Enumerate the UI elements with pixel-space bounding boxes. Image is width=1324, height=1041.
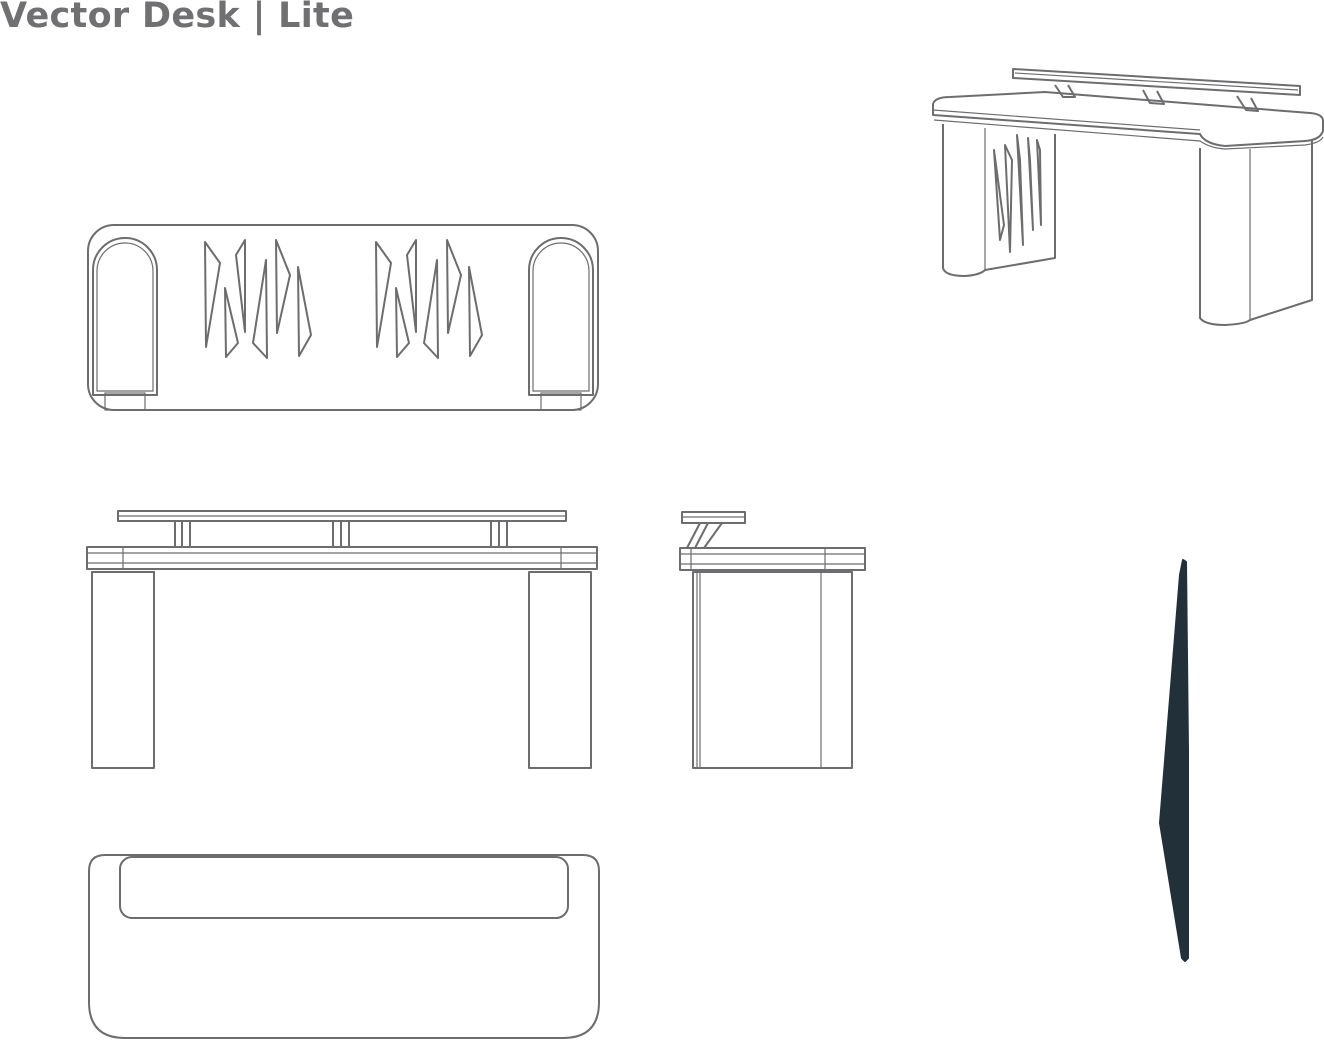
iso-desktop [932,91,1324,147]
iso-shelf-supports [1054,84,1259,112]
elev-shelf-supports [174,521,508,547]
elev-right-leg [528,571,592,769]
right-arch [528,237,594,411]
front-view [87,224,599,411]
iso-facet [993,149,1005,241]
plan-shelf [119,856,569,919]
side-desktop [679,547,866,571]
panel-profile-shape [1159,559,1189,962]
iso-shelf [1012,68,1301,96]
iso-left-pedestal [942,124,1056,277]
side-shelf-supports [686,522,723,549]
right-facet-pattern [375,239,483,359]
elevation-view [86,510,598,769]
isometric-view [932,68,1324,326]
plan-view [88,854,600,1039]
elev-desktop [86,546,598,570]
side-body [692,571,853,769]
front-outline [87,224,599,411]
plan-outline [88,854,600,1039]
elev-left-leg [91,571,155,769]
iso-right-pedestal [1199,140,1313,326]
left-facet-pattern [204,239,312,359]
page-title: Vector Desk | Lite [0,0,355,36]
side-view [679,511,866,769]
left-arch [92,237,158,411]
